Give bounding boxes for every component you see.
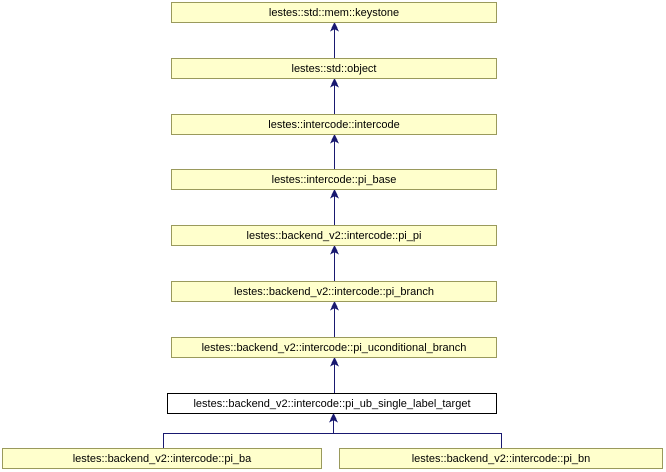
- up-arrow-icon: [329, 133, 340, 144]
- up-arrow-icon: [329, 188, 340, 199]
- edge-pi-uconditional-branch-to-pi-branch: [329, 300, 340, 337]
- class-node-keystone[interactable]: lestes::std::mem::keystone: [171, 2, 497, 23]
- up-arrow-icon: [329, 77, 340, 88]
- class-node-pi-uconditional-branch[interactable]: lestes::backend_v2::intercode::pi_ucondi…: [171, 337, 497, 358]
- edge-pi-pi-to-pi-base: [329, 188, 340, 225]
- class-node-pi-ba[interactable]: lestes::backend_v2::intercode::pi_ba: [2, 448, 322, 469]
- edge-pi-bn-to-pi-ub-single-label-target: [333, 420, 502, 448]
- edge-intercode-to-object: [329, 77, 340, 114]
- class-node-intercode[interactable]: lestes::intercode::intercode: [171, 114, 497, 135]
- class-node-pi-branch[interactable]: lestes::backend_v2::intercode::pi_branch: [171, 281, 497, 302]
- class-node-object[interactable]: lestes::std::object: [171, 58, 497, 79]
- up-arrow-icon: [329, 244, 340, 255]
- up-arrow-icon: [328, 412, 339, 423]
- up-arrow-icon: [329, 300, 340, 311]
- class-node-pi-pi[interactable]: lestes::backend_v2::intercode::pi_pi: [171, 225, 497, 246]
- edge-pi-base-to-intercode: [329, 133, 340, 169]
- class-node-pi-ub-single-label-target: lestes::backend_v2::intercode::pi_ub_sin…: [167, 393, 497, 414]
- up-arrow-icon: [329, 356, 340, 367]
- edge-pi-branch-to-pi-pi: [329, 244, 340, 281]
- edge-pi-ba-to-pi-ub-single-label-target: [163, 412, 339, 448]
- class-node-pi-bn[interactable]: lestes::backend_v2::intercode::pi_bn: [339, 448, 663, 469]
- up-arrow-icon: [329, 21, 340, 32]
- edge-pi-ub-single-label-target-to-pi-uconditional-branch: [329, 356, 340, 393]
- edge-object-to-keystone: [329, 21, 340, 58]
- class-node-pi-base[interactable]: lestes::intercode::pi_base: [171, 169, 497, 190]
